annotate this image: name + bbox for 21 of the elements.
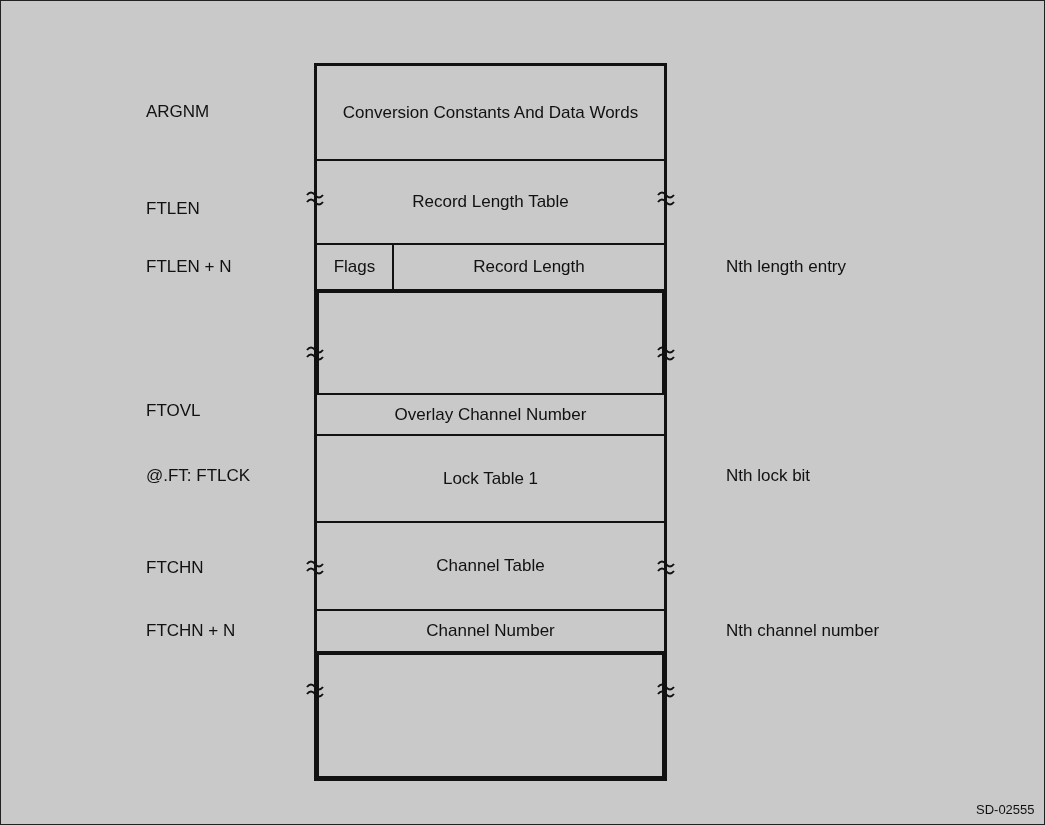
address-label: @.FT: FTLCK	[146, 466, 251, 486]
field-name: Channel Number	[426, 621, 555, 641]
drawing-number: SD-02555	[976, 801, 1035, 817]
field-name: Record Length Table	[412, 192, 569, 212]
field-name: Lock Table 1	[442, 468, 539, 489]
field-name: Conversion Constants And Data Words	[342, 102, 639, 123]
entry-note: Nth length entry	[726, 257, 846, 277]
address-label: FTLEN	[146, 199, 200, 219]
address-label: FTOVL	[146, 401, 201, 421]
address-label: FTLEN + N	[146, 257, 232, 277]
field-name: Flags	[333, 257, 376, 277]
field-name: Overlay Channel Number	[394, 404, 587, 425]
memory-row	[317, 291, 664, 395]
entry-note: Nth lock bit	[726, 466, 811, 486]
address-label: ARGNM	[146, 102, 210, 122]
address-label: FTCHN	[146, 558, 204, 578]
entry-note: Nth channel number	[726, 621, 880, 641]
memory-row	[317, 653, 664, 778]
address-label: FTCHN + N	[146, 621, 236, 641]
field-name: Channel Table	[436, 556, 545, 576]
field-name: Record Length	[473, 257, 585, 277]
